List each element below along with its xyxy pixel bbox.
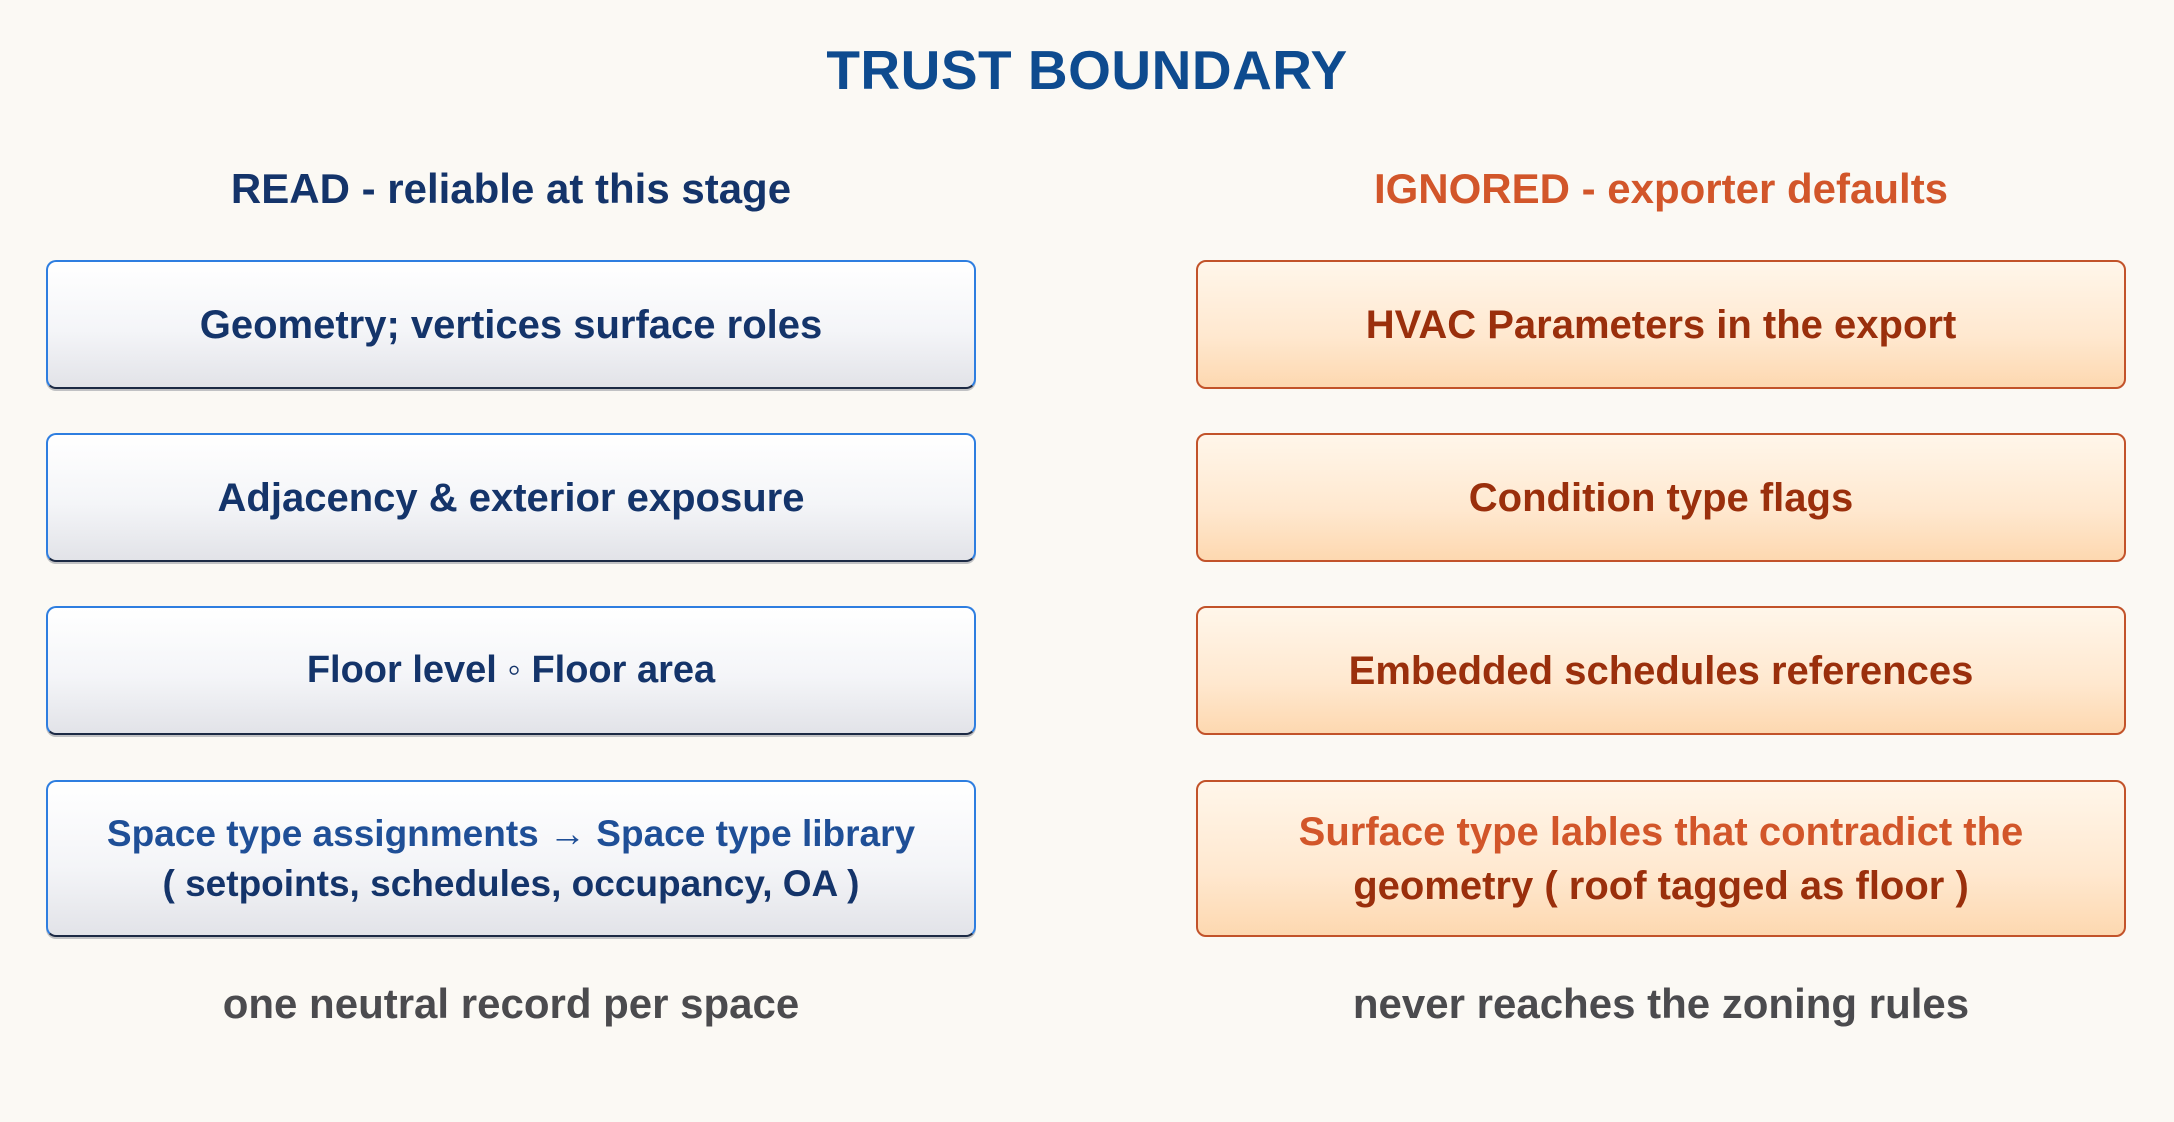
diagram-title: TRUST BOUNDARY	[826, 39, 1348, 101]
ignored-item-label: Embedded schedules references	[1348, 648, 1974, 693]
trust-boundary-divider	[1079, 168, 1089, 1078]
read-column-footer: one neutral record per space	[222, 980, 800, 1027]
read-item-label-line2: ( setpoints, schedules, occupancy, OA )	[162, 862, 860, 904]
read-item-geometry: Geometry; vertices surface roles	[46, 260, 976, 389]
read-item-adjacency: Adjacency & exterior exposure	[46, 433, 976, 562]
read-item-floor: Floor level ◦ Floor area	[46, 606, 976, 735]
ignored-item-surface-type: Surface type lables that contradict the …	[1196, 780, 2126, 937]
read-item-label: Adjacency & exterior exposure	[217, 475, 805, 520]
ignored-item-condition: Condition type flags	[1196, 433, 2126, 562]
ignored-item-schedules: Embedded schedules references	[1196, 606, 2126, 735]
ignored-column-heading: IGNORED - exporter defaults	[1373, 165, 1949, 212]
ignored-item-label: HVAC Parameters in the export	[1365, 302, 1957, 347]
ignored-item-label-line1: Surface type lables that contradict the	[1298, 809, 2024, 854]
ignored-item-hvac: HVAC Parameters in the export	[1196, 260, 2126, 389]
read-column-heading: READ - reliable at this stage	[230, 165, 792, 212]
ignored-item-label: Condition type flags	[1468, 475, 1854, 520]
read-item-space-type: Space type assignments → Space type libr…	[46, 780, 976, 937]
ignored-item-label-line2: geometry ( roof tagged as floor )	[1353, 863, 1969, 908]
ignored-column-footer: never reaches the zoning rules	[1352, 980, 1970, 1027]
read-item-label-line1: Space type assignments → Space type libr…	[106, 812, 916, 854]
read-item-label: Floor level ◦ Floor area	[306, 648, 716, 691]
read-item-label: Geometry; vertices surface roles	[199, 302, 823, 347]
